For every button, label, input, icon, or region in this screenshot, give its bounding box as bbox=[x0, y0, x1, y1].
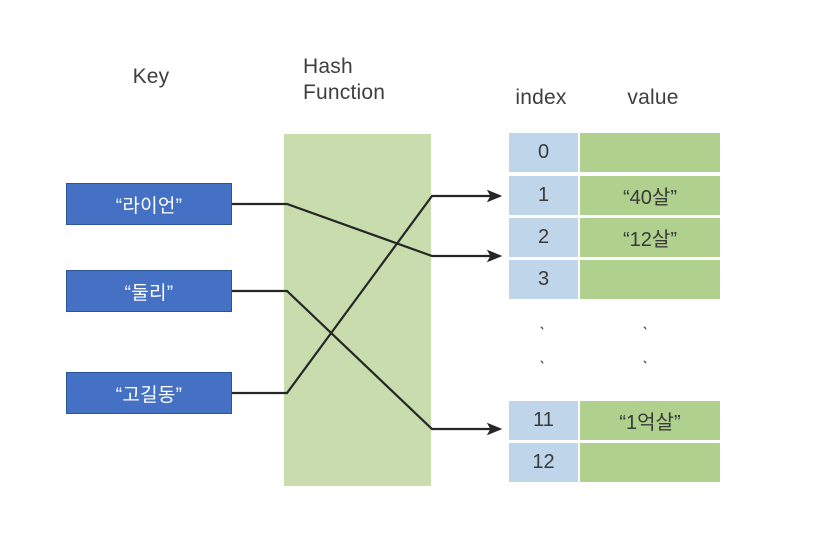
index-cell-3: 3 bbox=[509, 260, 578, 299]
value-cell-12 bbox=[580, 443, 720, 482]
value-ellipsis-mark-upper: ˋ bbox=[642, 325, 649, 346]
index-cell-12: 12 bbox=[509, 443, 578, 482]
key-box-raion[interactable]: “라이언” bbox=[66, 183, 232, 225]
value-column-heading: value bbox=[627, 86, 679, 109]
value-cell-0 bbox=[580, 133, 720, 172]
value-ellipsis-mark-lower: ˋ bbox=[642, 359, 649, 380]
index-cell-0: 0 bbox=[509, 133, 578, 172]
hash-function-heading: Hash Function bbox=[303, 55, 386, 104]
value-cell-2: “12살” bbox=[580, 218, 720, 257]
hash-function-band bbox=[284, 134, 431, 486]
value-cell-1: “40살” bbox=[580, 176, 720, 215]
index-cell-1: 1 bbox=[509, 176, 578, 215]
key-column-heading: Key bbox=[132, 65, 170, 88]
key-box-gogildong[interactable]: “고길동” bbox=[66, 372, 232, 414]
key-box-dooly[interactable]: “둘리” bbox=[66, 270, 232, 312]
value-cell-11: “1억살” bbox=[580, 401, 720, 440]
value-cell-3 bbox=[580, 260, 720, 299]
index-cell-2: 2 bbox=[509, 218, 578, 257]
index-cell-11: 11 bbox=[509, 401, 578, 440]
index-ellipsis-mark-upper: ˋ bbox=[539, 325, 546, 346]
index-column-heading: index bbox=[515, 86, 567, 109]
index-ellipsis-mark-lower: ˋ bbox=[539, 359, 546, 380]
